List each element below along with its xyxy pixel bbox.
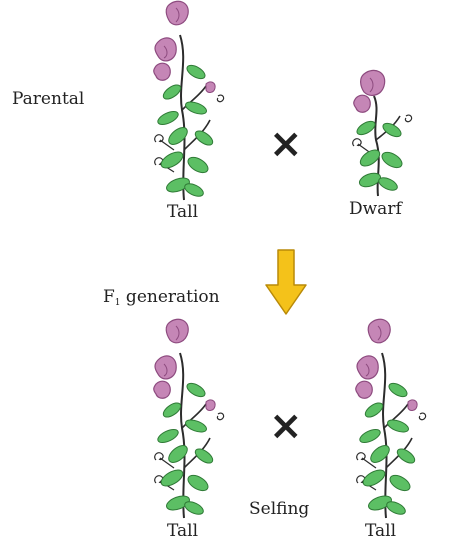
down-arrow-icon [265,249,307,315]
pea-plant-tall-icon [152,318,225,519]
pea-plant-tall-icon [152,0,225,202]
f1-generation-label: F1 generation [103,287,220,308]
f1-cross-symbol: × [269,403,303,449]
parental-right-plant-label: Dwarf [349,199,402,219]
pea-plant-tall-icon [354,318,427,519]
parental-cross-symbol: × [269,121,303,167]
f1-left-plant-label: Tall [167,521,199,541]
parental-label: Parental [12,89,85,109]
parental-left-plant-label: Tall [167,202,199,222]
f1-label-subscript: 1 [114,298,121,308]
f1-label-prefix: F [103,287,115,307]
f1-right-plant-label: Tall [365,521,397,541]
pea-plant-dwarf-icon [351,69,413,197]
f1-label-suffix: generation [120,287,220,307]
selfing-label: Selfing [249,499,310,519]
